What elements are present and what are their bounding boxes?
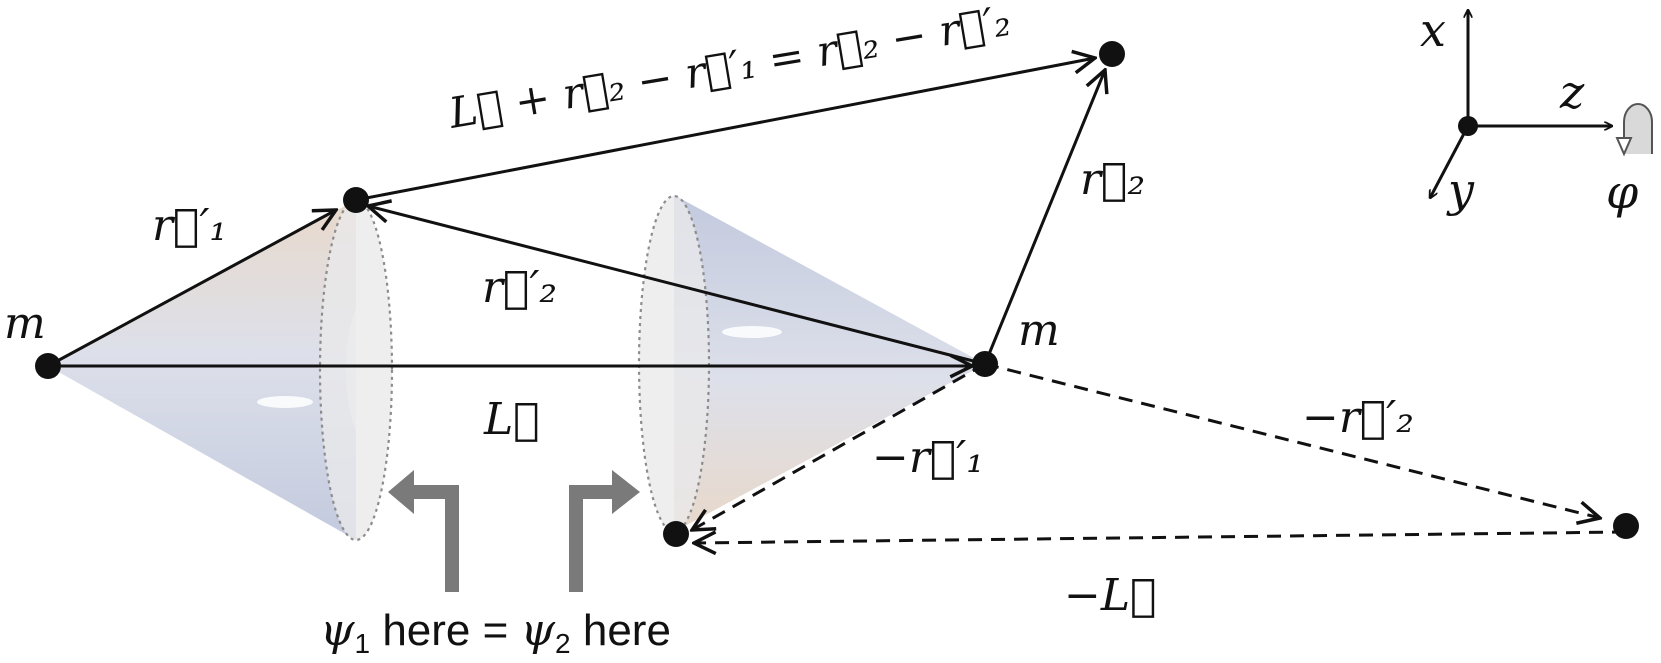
far-right-dot	[1613, 513, 1639, 539]
vector-r1-prime-arrow	[47, 210, 336, 368]
vector-top-sum-arrow	[355, 58, 1095, 202]
caption-here-end: here	[571, 606, 671, 655]
caption-psi2: ψ	[521, 605, 556, 656]
label-mass-left: m	[4, 298, 46, 349]
bent-arrow-left	[388, 470, 459, 592]
caption-psi1-sub: 1	[355, 628, 371, 659]
label-mass-right: m	[1018, 305, 1060, 356]
r1-prime-tip-dot	[343, 187, 369, 213]
label-r2: r⃗₂	[1080, 154, 1145, 205]
label-neg-L: −L⃗	[1064, 570, 1157, 621]
label-L: L⃗	[483, 394, 540, 445]
left-cone-rim	[318, 198, 394, 542]
label-r1-prime: r⃗′₁	[152, 200, 227, 251]
mass-right-dot	[972, 351, 998, 377]
equality-caption: ψ1 here = ψ2 here	[320, 605, 671, 659]
vector-neg-L-arrow	[694, 532, 1627, 543]
axis-y	[1430, 125, 1470, 198]
vector-neg-r1-prime-arrow	[692, 362, 986, 530]
caption-psi2-sub: 2	[555, 628, 571, 659]
axis-z-label: z	[1559, 65, 1585, 119]
axis-y-label: y	[1446, 163, 1475, 217]
caption-here-equals: here =	[370, 606, 520, 655]
rotation-phi-label: φ	[1606, 165, 1639, 219]
right-cone-rim	[637, 194, 711, 534]
vector-r2-arrow	[983, 70, 1105, 365]
left-cone	[48, 198, 418, 542]
axes-origin-dot	[1458, 116, 1478, 136]
neg-r1-prime-tip-dot	[663, 521, 689, 547]
mass-left-dot	[35, 353, 61, 379]
bent-arrow-right	[569, 470, 640, 592]
label-neg-r1-prime: −r⃗′₁	[872, 432, 984, 483]
label-top-sum: L⃗ + r⃗₂ − r⃗′₁ = r⃗₂ − r⃗′₂	[445, 0, 1014, 138]
vector-r2-prime-arrow	[368, 206, 986, 366]
vector-neg-r2-prime-arrow	[984, 362, 1600, 518]
caption-psi1: ψ	[320, 605, 355, 656]
coordinate-axes: x z y φ	[1420, 3, 1653, 219]
axis-x-label: x	[1420, 3, 1446, 57]
label-r2-prime: r⃗′₂	[482, 262, 557, 313]
label-neg-r2-prime: −r⃗′₂	[1302, 392, 1414, 443]
rotation-phi-icon	[1615, 103, 1653, 157]
top-right-dot	[1099, 41, 1125, 67]
